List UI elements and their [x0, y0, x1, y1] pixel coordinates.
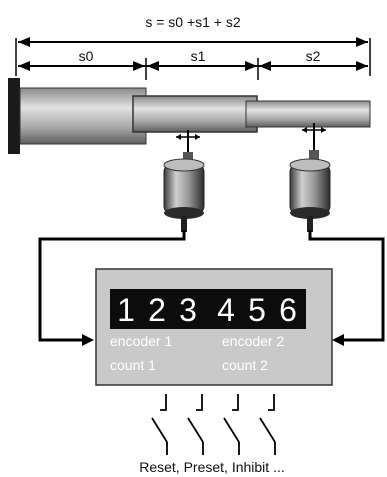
switch-icon [187, 394, 204, 455]
switch-icon [151, 394, 168, 455]
count-2-label: count 2 [222, 357, 268, 373]
count-1-label: count 1 [110, 357, 156, 373]
display-digit: 1 [117, 292, 135, 328]
display-digit: 4 [217, 292, 235, 328]
display-digit: 2 [148, 292, 166, 328]
control-inputs-label: Reset, Preset, Inhibit ... [139, 459, 285, 475]
segment-label-s0: s0 [79, 48, 94, 64]
wall-mount [8, 78, 20, 154]
rotary-encoder-icon [163, 130, 205, 232]
arrow-into-counter-left [82, 334, 94, 346]
telescopic-cylinder-icon [19, 87, 371, 145]
counter-digits: 1 2 3 4 5 6 [117, 292, 297, 328]
display-digit: 5 [248, 292, 266, 328]
switch-icon [259, 394, 276, 455]
switch-inputs [151, 394, 276, 455]
switch-icon [223, 394, 240, 455]
display-digit: 3 [179, 292, 197, 328]
display-digit: 6 [279, 292, 297, 328]
total-span-dimension [15, 37, 371, 76]
counter-display [110, 289, 306, 329]
segment-label-s1: s1 [191, 48, 206, 64]
formula-text: s = s0 +s1 + s2 [145, 14, 241, 30]
encoder-2-label: encoder 2 [222, 333, 284, 349]
encoder-wires [38, 230, 385, 342]
rotary-encoder-icon [289, 123, 331, 232]
encoder-1-label: encoder 1 [110, 333, 172, 349]
segment-dimensions [18, 58, 368, 80]
segment-label-s2: s2 [306, 48, 321, 64]
arrow-into-counter-right [332, 334, 344, 346]
